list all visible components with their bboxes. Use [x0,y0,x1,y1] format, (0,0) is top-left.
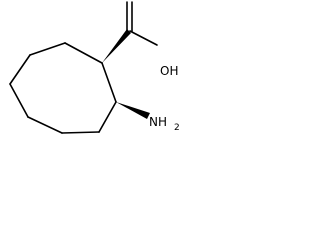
hydroxyl-bond [129,30,158,46]
ring-bond-4 [9,83,29,118]
amine-label: NH [149,115,167,129]
wedge-bond-carboxyl [102,29,131,63]
hydroxyl-label: OH [160,64,178,78]
ring-bond-8 [101,62,117,103]
amine-subscript: 2 [174,123,180,133]
ring-bond-2 [29,42,66,56]
ring-bond-7 [98,101,117,133]
ring-bond-6 [61,131,100,134]
amine-group: NH 2 [149,115,180,133]
ring-bond-5 [27,116,63,134]
ring-bond-3 [9,54,31,85]
cyclooctane-ring [9,42,117,134]
carboxylic-acid-group: OH [126,1,178,78]
molecule-structure: OH NH 2 [9,1,180,134]
ring-bond-1 [64,42,103,64]
wedge-bond-amine [116,102,150,119]
